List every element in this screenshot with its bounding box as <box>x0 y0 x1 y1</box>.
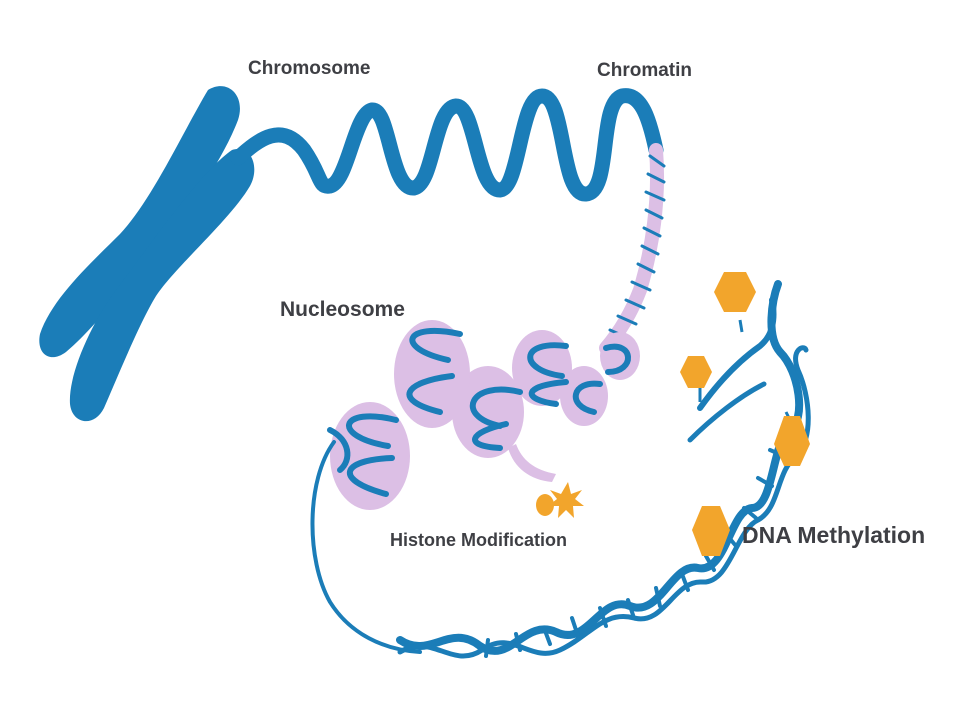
nucleosome-label: Nucleosome <box>280 298 405 321</box>
methyl-hexagon <box>680 356 712 388</box>
methyl-groups <box>680 272 810 556</box>
linker-dna-thread <box>310 440 422 654</box>
chromatin-fiber <box>230 88 664 202</box>
nucleosome-dna-wraps <box>327 327 631 497</box>
histone-modification-label: Histone Modification <box>390 530 567 550</box>
dna-double-helix <box>396 280 811 659</box>
methyl-hexagon <box>692 506 730 556</box>
chromatin-label: Chromatin <box>597 60 692 81</box>
chromatin-tight-coil <box>599 143 666 355</box>
histone-modification-marks <box>536 482 584 518</box>
chromosome-shape <box>39 86 255 422</box>
dna-methylation-label: DNA Methylation <box>742 522 926 548</box>
methyl-hexagon <box>774 416 810 466</box>
methyl-hexagon <box>714 272 756 312</box>
chromosome-label: Chromosome <box>248 58 371 79</box>
